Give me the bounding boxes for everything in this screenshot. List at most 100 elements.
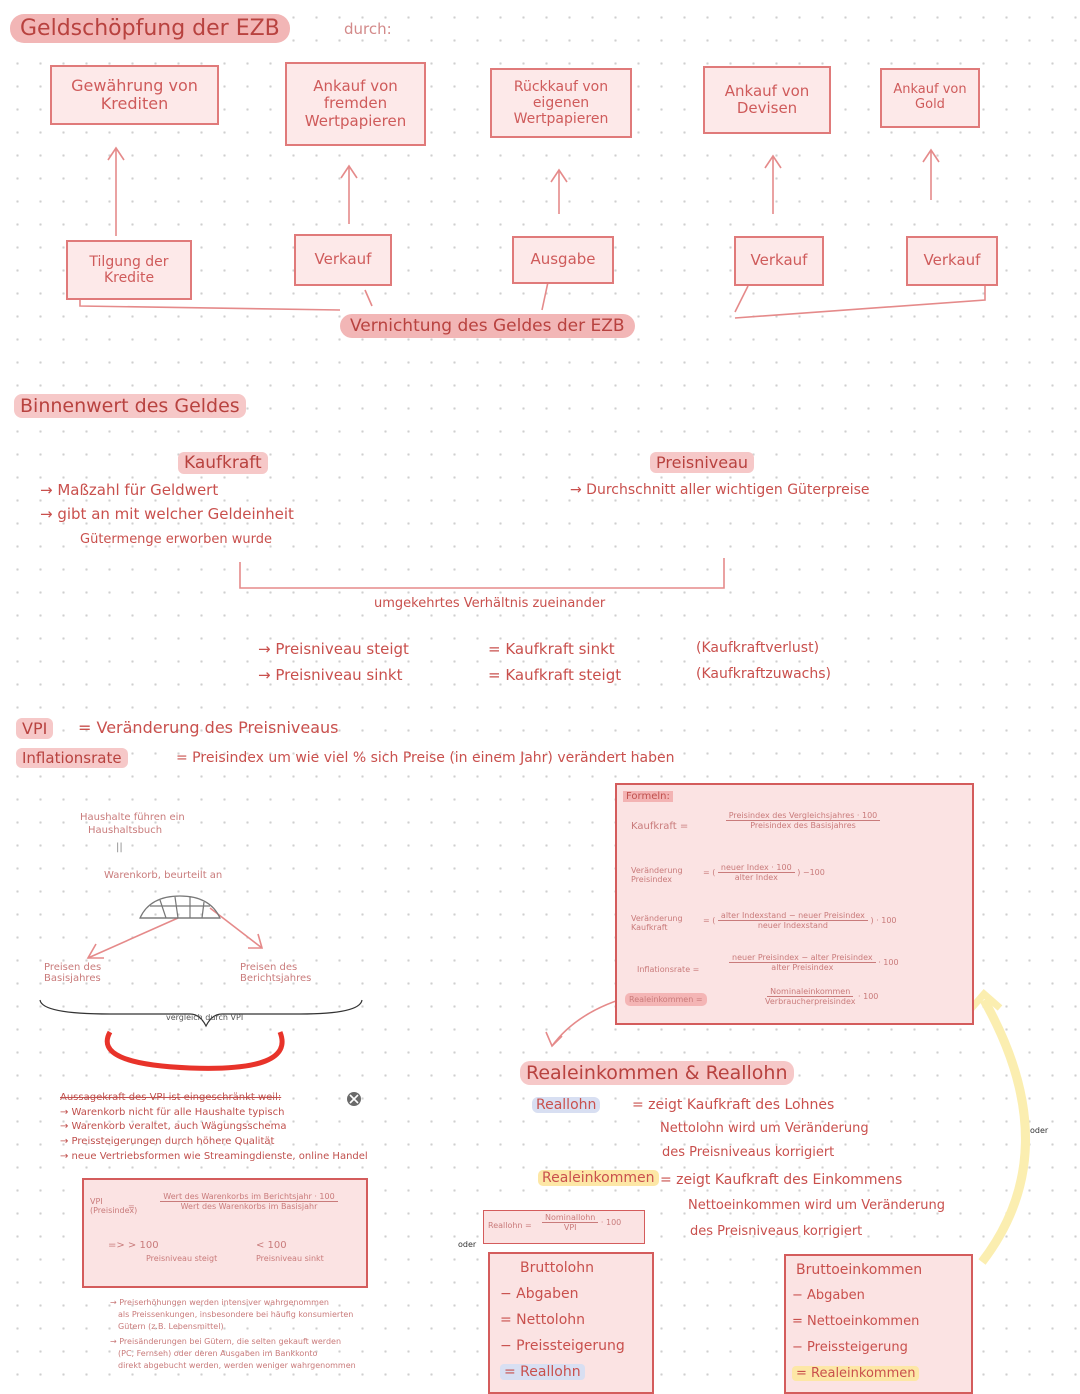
- vpi-formula-frac: Wert des Warenkorbs im Berichtsjahr · 10…: [160, 1192, 337, 1211]
- basisjahr-label: Preisen des Basisjahres: [44, 962, 114, 984]
- ek-calc-2: − Abgaben: [792, 1288, 865, 1303]
- kaufkraft-line3: Gütermenge erworben wurde: [80, 532, 272, 547]
- ir-num: neuer Preisindex − alter Preisindex: [729, 953, 876, 963]
- reallohn-def2: Nettolohn wird um Veränderung: [660, 1121, 869, 1136]
- box-tilgung-kredite: Tilgung der Kredite: [66, 240, 192, 300]
- row2-left: → Preisniveau sinkt: [258, 666, 402, 684]
- inflationsrate-def: = Preisindex um wie viel % sich Preise (…: [176, 750, 674, 766]
- box-verkauf-1: Verkauf: [294, 234, 392, 286]
- reallohn-calc-panel: Bruttolohn − Abgaben = Nettolohn − Preis…: [488, 1252, 654, 1394]
- vpi-label: VPI: [16, 718, 53, 739]
- vpi-formula-eq: =: [128, 1202, 135, 1211]
- re-tail: · 100: [858, 992, 878, 1001]
- aussagekraft-title: Aussagekraft des VPI ist eingeschränkt w…: [60, 1092, 281, 1103]
- berichtsjahr-label: Preisen des Berichtsjahres: [240, 962, 320, 984]
- ek-calc-5: = Realeinkommen: [792, 1366, 919, 1381]
- ir-den: alter Preisindex: [771, 963, 833, 972]
- vpi-gt100: => > 100: [108, 1240, 159, 1251]
- aussagekraft-item-4: → neue Vertriebsformen wie Streamingdien…: [60, 1151, 368, 1162]
- vpi-formula-num: Wert des Warenkorbs im Berichtsjahr · 10…: [160, 1192, 337, 1202]
- aussagekraft-item-1: → Warenkorb nicht für alle Haushalte typ…: [60, 1107, 284, 1118]
- kaufkraft-formula: Preisindex des Vergleichsjahres · 100 Pr…: [713, 811, 893, 830]
- vpi-formula-label: VPI (Preisindex): [90, 1198, 128, 1216]
- vernichtung-label: Vernichtung des Geldes der EZB: [340, 314, 635, 338]
- ir-tail: · 100: [878, 958, 898, 967]
- vpi-formula-den: Wert des Warenkorbs im Basisjahr: [181, 1202, 318, 1211]
- re-num: Nominaleinkommen: [767, 987, 853, 997]
- verhaeltnis-label: umgekehrtes Verhältnis zueinander: [374, 596, 605, 611]
- oder-right: oder: [1030, 1126, 1048, 1135]
- realeinkommen-def2: Nettoeinkommen wird um Veränderung: [688, 1198, 945, 1213]
- warenkorb-label: Warenkorb, beurteilt an: [104, 870, 222, 881]
- geldschoepfung-title: Geldschöpfung der EZB: [10, 14, 290, 43]
- realeinkommen-label: Realeinkommen: [538, 1170, 659, 1186]
- vpi-lt100-desc: Preisniveau sinkt: [256, 1254, 324, 1263]
- box-rueckkauf-eigene-wertpapiere: Rückkauf von eigenen Wertpapieren: [490, 68, 632, 138]
- box-ausgabe: Ausgabe: [512, 236, 614, 284]
- vk-den: neuer Indexstand: [758, 921, 828, 930]
- kaufkraft-num: Preisindex des Vergleichsjahres · 100: [726, 811, 881, 821]
- vpi-lt100: < 100: [256, 1240, 287, 1251]
- haushalte-line1: Haushalte führen ein: [80, 812, 185, 823]
- re-den: Verbraucherpreisindex: [765, 997, 855, 1006]
- vk-num: alter Indexstand − neuer Preisindex: [718, 911, 868, 921]
- box-ankauf-fremde-wertpapiere: Ankauf von fremden Wertpapieren: [285, 62, 426, 146]
- realeinkommen-def3: des Preisniveaus korrigiert: [690, 1224, 862, 1239]
- kaufkraft-frac: Preisindex des Vergleichsjahres · 100 Pr…: [726, 811, 881, 830]
- row1-left: → Preisniveau steigt: [258, 640, 409, 658]
- veraenderung-kaufkraft-label: Veränderung Kaufkraft: [631, 915, 701, 933]
- inflationsrate-formula-label: Inflationsrate =: [637, 965, 699, 974]
- box-verkauf-2: Verkauf: [734, 236, 824, 286]
- note-4: → Preisänderungen bei Gütern, die selten…: [110, 1337, 341, 1346]
- vp-tail: −100: [803, 868, 825, 877]
- realeinkommen-formula-label: Realeinkommen =: [625, 993, 707, 1006]
- kaufkraft-line1: → Maßzahl für Geldwert: [40, 481, 218, 499]
- vpi-formula-fraction: Wert des Warenkorbs im Berichtsjahr · 10…: [140, 1192, 358, 1211]
- formeln-panel: Formeln: Kaufkraft = Preisindex des Verg…: [615, 783, 974, 1025]
- reallohn-num: Nominallohn: [542, 1213, 598, 1223]
- lohn-calc-2: − Abgaben: [500, 1286, 578, 1302]
- vk-tail: · 100: [876, 916, 896, 925]
- vp-num: neuer Index · 100: [718, 863, 795, 873]
- preisniveau-line1: → Durchschnitt aller wichtigen Güterprei…: [570, 482, 870, 498]
- realeinkommen-calc-panel: Bruttoeinkommen − Abgaben = Nettoeinkomm…: [784, 1254, 973, 1394]
- haushalte-line2: Haushaltsbuch: [88, 825, 162, 836]
- vpi-gt100-desc: Preisniveau steigt: [146, 1254, 217, 1263]
- vpi-def: = Veränderung des Preisniveaus: [78, 718, 338, 737]
- lohn-calc-1: Bruttolohn: [520, 1260, 594, 1276]
- kaufkraft-formula-label: Kaufkraft =: [631, 821, 688, 832]
- reallohn-def1: = zeigt Kaufkraft des Lohnes: [632, 1097, 834, 1113]
- reallohn-label: Reallohn: [532, 1097, 600, 1113]
- preisniveau-title: Preisniveau: [650, 452, 754, 473]
- kaufkraft-title: Kaufkraft: [178, 452, 268, 474]
- reallohn-def3: des Preisniveaus korrigiert: [662, 1145, 834, 1160]
- row2-right: (Kaufkraftzuwachs): [696, 666, 831, 682]
- reallohn-tail: · 100: [601, 1218, 621, 1227]
- row2-mid: = Kaufkraft steigt: [488, 666, 621, 684]
- lohn-calc-4: − Preissteigerung: [500, 1338, 625, 1354]
- note-3: Gütern (z.B. Lebensmittel): [118, 1322, 224, 1331]
- lohn-calc-3: = Nettolohn: [500, 1312, 585, 1328]
- box-ankauf-gold: Ankauf von Gold: [880, 68, 980, 128]
- oder-left: oder: [458, 1240, 476, 1249]
- kaufkraft-line2: → gibt an mit welcher Geldeinheit: [40, 505, 294, 523]
- kaufkraft-den: Preisindex des Basisjahres: [750, 821, 856, 830]
- note-2: als Preissenkungen, insbesondere bei häu…: [118, 1310, 353, 1319]
- formeln-title: Formeln:: [623, 791, 673, 802]
- row1-right: (Kaufkraftverlust): [696, 640, 819, 656]
- inflationsrate-label: Inflationsrate: [16, 748, 128, 768]
- ek-calc-3: = Nettoeinkommen: [792, 1314, 919, 1329]
- ek-calc-4: − Preissteigerung: [792, 1340, 908, 1355]
- box-verkauf-3: Verkauf: [906, 236, 998, 286]
- reallohn-den: VPI: [564, 1223, 577, 1232]
- aussagekraft-item-3: → Preissteigerungen durch höhere Qualitä…: [60, 1136, 274, 1147]
